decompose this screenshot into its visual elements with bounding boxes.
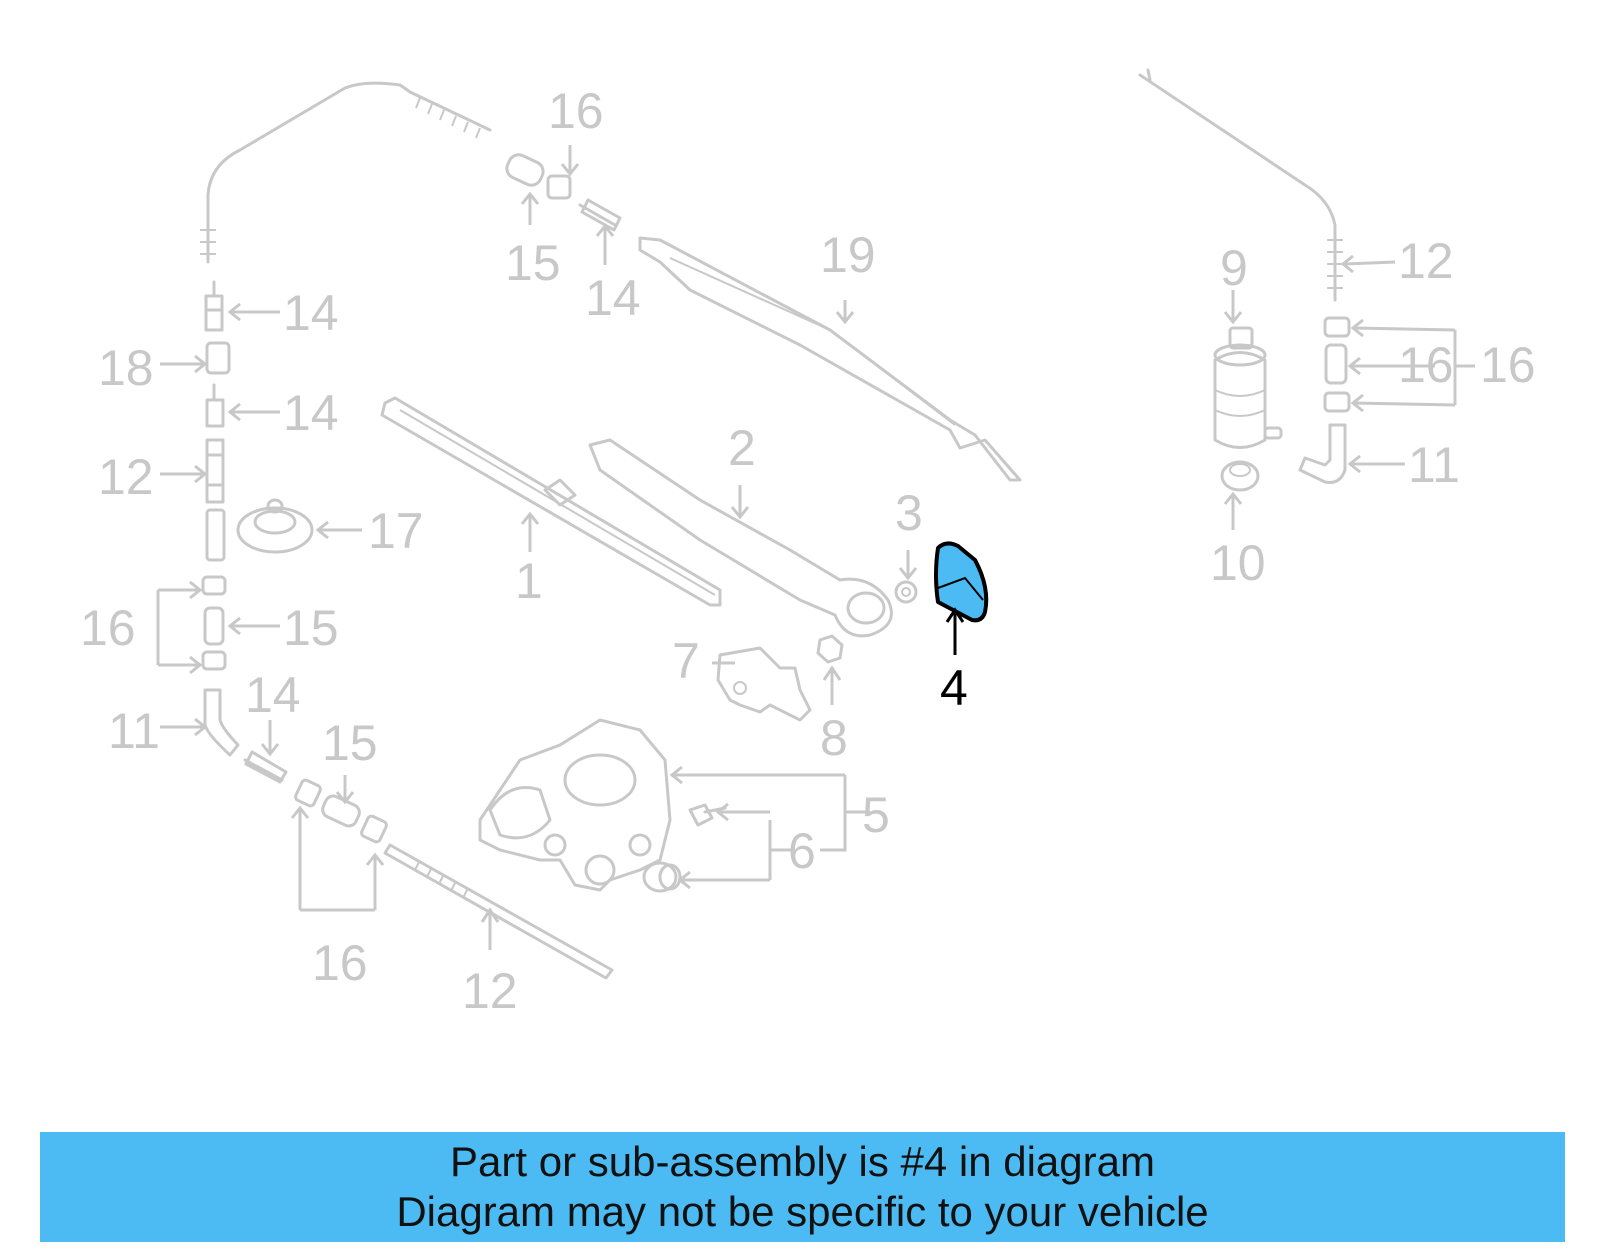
callout-15: 16	[1398, 337, 1454, 393]
callout-10: 10	[1210, 535, 1266, 591]
connector-13	[205, 383, 225, 428]
callout-11: 11	[1408, 437, 1460, 493]
wiper-motor-5	[478, 718, 672, 892]
info-banner: Part or sub-assembly is #4 in diagram Di…	[40, 1132, 1565, 1242]
hose-segment	[205, 508, 226, 562]
clip-16-left-upper	[201, 575, 227, 596]
clip-16-right-lower	[1323, 391, 1351, 413]
callout-13: 14	[283, 385, 339, 441]
callout-4-highlighted: 4	[940, 660, 968, 716]
hose-12-left	[205, 438, 225, 504]
sleeve-18	[205, 341, 231, 375]
callout-1: 1	[515, 553, 543, 609]
wiper-blade-1	[380, 396, 722, 607]
callout-11: 11	[108, 703, 160, 759]
callout-8: 8	[820, 710, 848, 766]
callout-16: 16	[1480, 337, 1536, 393]
callout-5: 5	[862, 787, 890, 843]
hose-ribs	[415, 97, 481, 139]
grommet-6-lower	[642, 861, 682, 893]
callout-3: 3	[895, 485, 923, 541]
callout-19: 19	[820, 227, 876, 283]
elbow-11-right	[1298, 423, 1347, 484]
callout-16: 16	[548, 83, 604, 139]
leader-lines	[156, 145, 1475, 950]
callout-15: 15	[505, 235, 561, 291]
clip-16-left-lower	[201, 650, 227, 671]
connector-14-lower	[243, 750, 288, 784]
elbow-11-left	[203, 688, 240, 757]
callout-14: 14	[585, 270, 641, 326]
callout-14: 14	[245, 667, 301, 723]
hex-nut-8	[816, 634, 844, 664]
connector-14-left	[204, 280, 224, 332]
callout-6: 6	[788, 823, 816, 879]
nut-3	[894, 580, 918, 604]
callout-15: 15	[322, 715, 378, 771]
bracket-7	[716, 646, 812, 722]
clip-16-top	[546, 174, 572, 200]
wiper-arm-2	[588, 438, 893, 638]
callout-18: 18	[98, 340, 154, 396]
callout-2: 2	[728, 420, 756, 476]
clip-16-lower-b	[360, 814, 388, 844]
wiper-arm-cap-4	[934, 541, 989, 623]
callout-16: 16	[80, 600, 136, 656]
callout-12: 12	[462, 963, 518, 1019]
callout-labels: 16 15 14 19 9 12 16 16 11 10 14 18 14 12…	[80, 83, 1536, 1019]
callout-9: 9	[1220, 240, 1248, 296]
clip-16-lower-a	[294, 778, 322, 808]
washer-hose-upper-loop	[206, 81, 492, 264]
sleeve-15-top	[505, 153, 545, 187]
callout-7: 7	[672, 633, 700, 689]
grommet-17	[236, 498, 314, 554]
washer-pump-9	[1213, 326, 1283, 449]
callout-12: 12	[1398, 233, 1454, 289]
callout-15: 15	[283, 600, 339, 656]
hose-12-right	[1138, 73, 1337, 302]
hose-12-lower	[383, 843, 614, 980]
connector-14-top	[578, 198, 622, 232]
grommet-10	[1220, 460, 1260, 492]
callout-12: 12	[98, 449, 154, 505]
sleeve-15-left	[203, 606, 225, 646]
banner-line-disclaimer: Diagram may not be specific to your vehi…	[396, 1188, 1209, 1235]
callout-17: 17	[368, 503, 424, 559]
callout-16: 16	[312, 935, 368, 991]
sleeve-15-right	[1324, 343, 1348, 385]
banner-line-part: Part or sub-assembly is #4 in diagram	[450, 1138, 1155, 1185]
clip-16-right-upper	[1323, 316, 1351, 338]
callout-14: 14	[283, 285, 339, 341]
